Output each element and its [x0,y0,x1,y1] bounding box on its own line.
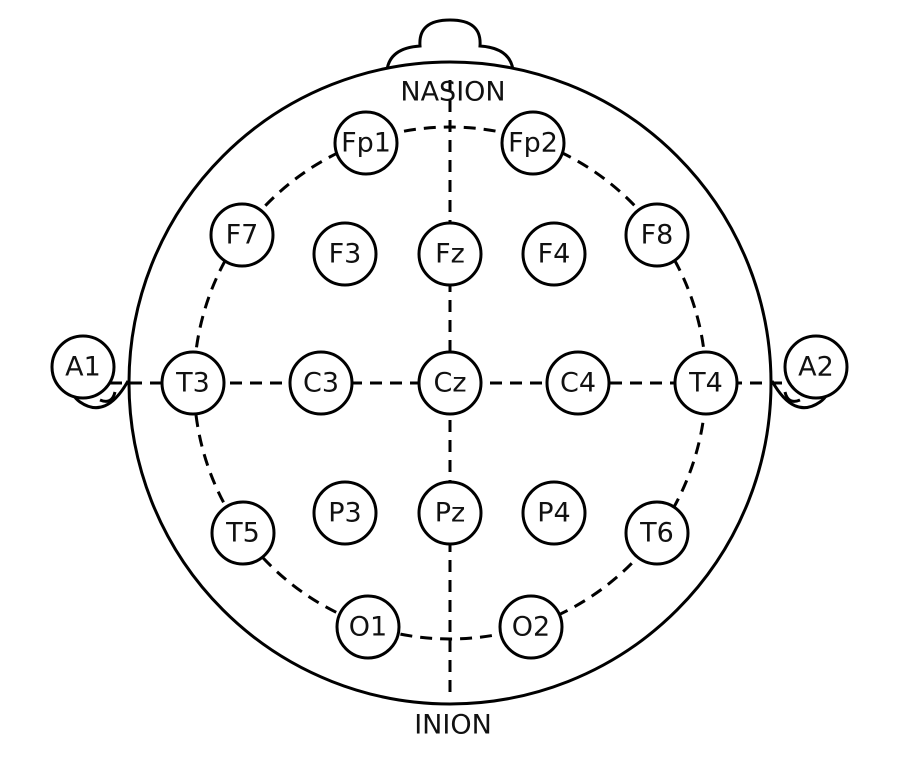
electrode-a2: A2 [783,334,849,400]
electrode-cz: Cz [417,350,483,416]
electrode-label: Pz [435,498,465,529]
electrode-t6: T6 [624,500,690,566]
electrode-p4: P4 [521,480,587,546]
electrode-label: T4 [688,368,723,399]
nose-outline [385,18,515,71]
electrode-pz: Pz [417,480,483,546]
electrode-c3: C3 [288,350,354,416]
electrode-label: C4 [560,368,596,399]
electrode-label: T3 [175,368,210,399]
electrode-label: A1 [65,352,101,383]
electrode-t3: T3 [160,350,226,416]
electrode-f7: F7 [209,202,275,268]
electrode-label: F7 [226,220,259,251]
electrode-label: F8 [641,220,674,251]
nasion-label: NASION [400,77,505,108]
electrode-f8: F8 [624,202,690,268]
electrode-fp1: Fp1 [333,110,399,176]
electrode-label: P4 [537,498,570,529]
electrode-t4: T4 [673,350,739,416]
inion-label: INION [414,710,492,741]
electrode-o2: O2 [498,594,564,660]
electrode-label: Cz [433,368,466,399]
electrode-o1: O1 [335,594,401,660]
electrode-label: O2 [512,612,550,643]
electrode-label: P3 [328,498,361,529]
electrode-c4: C4 [545,350,611,416]
electrode-label: Fz [435,239,465,270]
electrode-label: F3 [329,239,362,270]
electrode-f4: F4 [521,221,587,287]
electrode-label: F4 [538,239,571,270]
electrode-f3: F3 [312,221,378,287]
electrode-label: Fp1 [341,128,391,159]
electrode-t5: T5 [210,500,276,566]
electrode-fp2: Fp2 [500,110,566,176]
electrode-label: T6 [639,518,674,549]
electrode-p3: P3 [312,480,378,546]
electrode-label: Fp2 [508,128,558,159]
electrode-label: O1 [349,612,387,643]
electrode-label: C3 [303,368,339,399]
electrode-fz: Fz [417,221,483,287]
electrode-a1: A1 [50,334,116,400]
electrode-label: T5 [225,518,260,549]
electrode-label: A2 [798,352,834,383]
